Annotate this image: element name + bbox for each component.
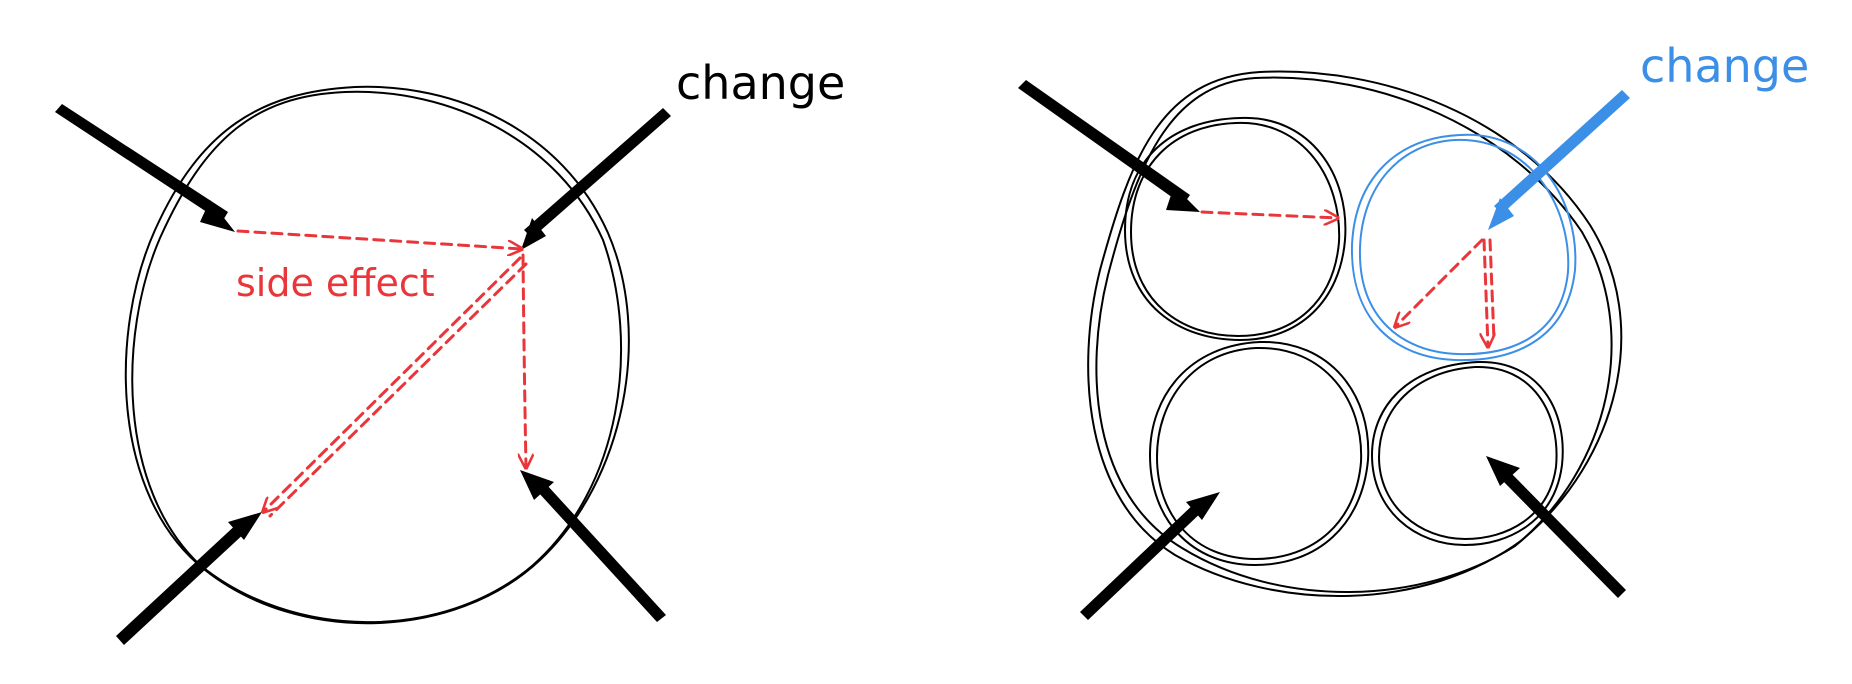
module-top-left bbox=[1123, 116, 1347, 342]
right-diagram bbox=[1018, 70, 1630, 620]
right-input-arrows bbox=[1018, 80, 1626, 620]
right-change-label: change bbox=[1640, 39, 1810, 93]
module-top-right-changed bbox=[1350, 133, 1577, 362]
arrow-bottom-right-module bbox=[1486, 456, 1626, 598]
left-side-effect-arrows bbox=[236, 229, 528, 518]
left-change-label: change bbox=[676, 56, 846, 110]
right-side-effect-arrows bbox=[1200, 212, 1496, 347]
side-effect-arrow-horizontal bbox=[236, 229, 522, 249]
module-bottom-left bbox=[1148, 340, 1370, 567]
effect-arrow-inside-down bbox=[1484, 238, 1488, 347]
left-outer-circle bbox=[124, 85, 630, 625]
arrow-bottom-left bbox=[116, 512, 262, 645]
left-input-arrows bbox=[55, 104, 671, 645]
arrow-change-right bbox=[1488, 90, 1630, 230]
effect-arrow-inside-down-double bbox=[1488, 238, 1496, 342]
right-outer-circle bbox=[1087, 70, 1623, 597]
effect-arrow-inside-left bbox=[1395, 238, 1484, 327]
side-effect-arrow-down bbox=[523, 253, 526, 468]
module-bottom-right bbox=[1370, 360, 1564, 547]
arrow-bottom-left-module bbox=[1080, 492, 1220, 620]
arrow-bottom-right bbox=[520, 470, 666, 622]
arrow-top-left bbox=[55, 104, 235, 232]
side-effect-arrow-diagonal-double bbox=[268, 262, 528, 518]
side-effect-arrow-diagonal bbox=[263, 256, 522, 512]
arrow-top-left-module bbox=[1018, 80, 1200, 212]
side-effect-label: side effect bbox=[236, 261, 435, 305]
effect-arrow-to-changed-module bbox=[1200, 212, 1338, 218]
arrow-change-left bbox=[521, 108, 671, 250]
left-diagram bbox=[55, 85, 671, 645]
